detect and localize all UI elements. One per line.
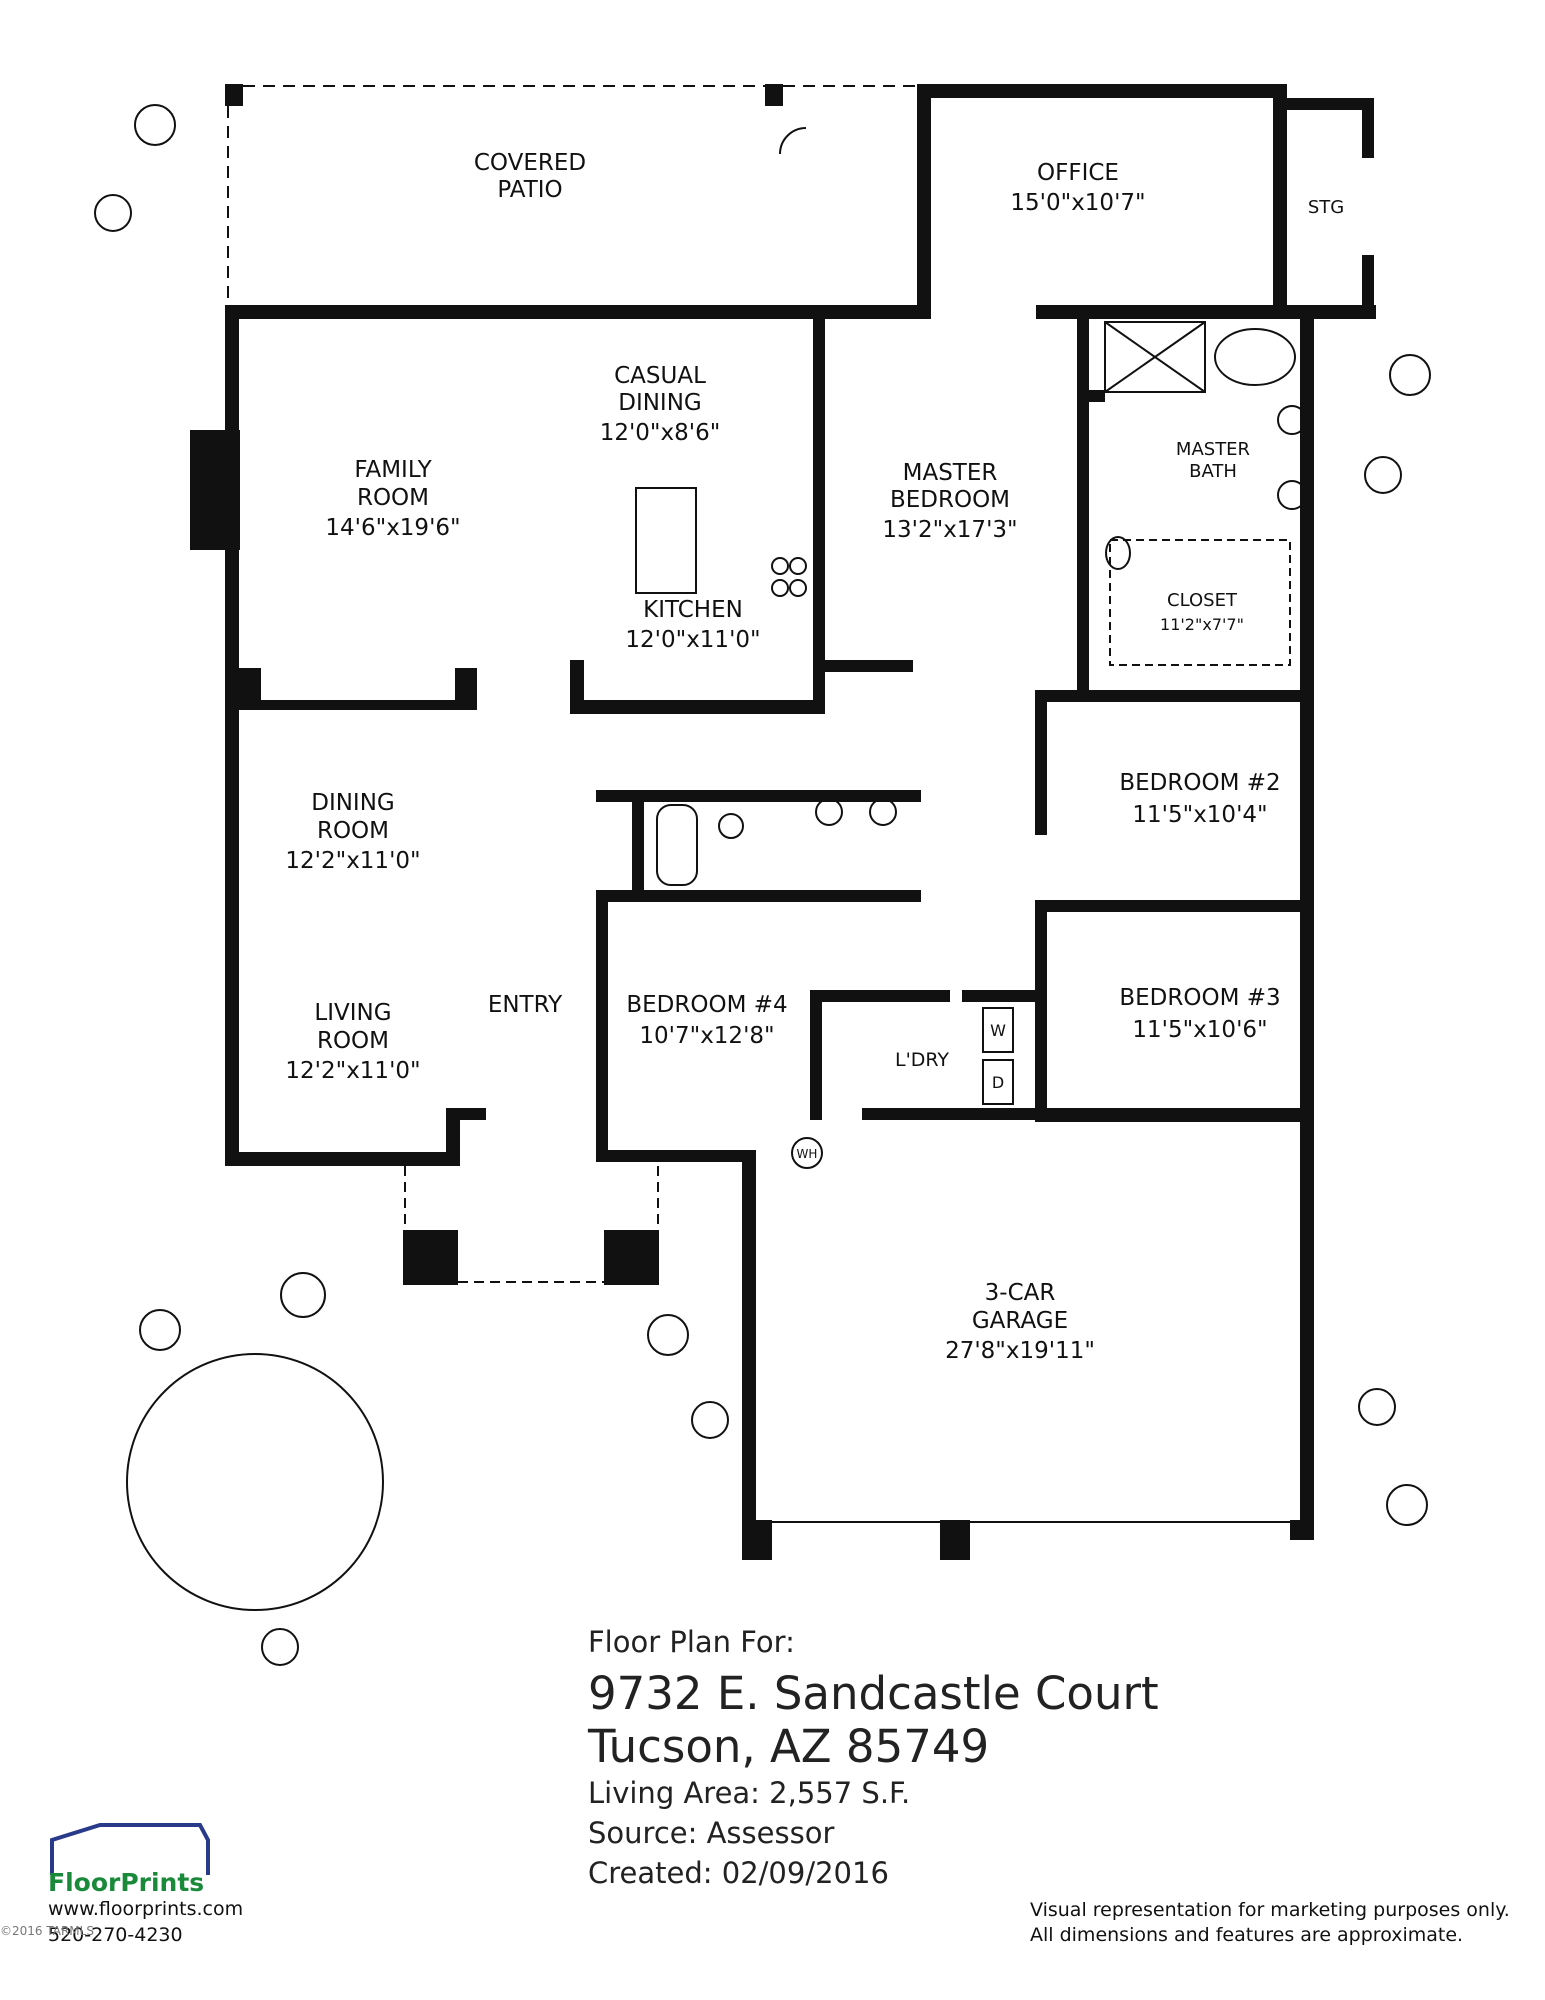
covered-patio-label: COVERED (474, 150, 586, 176)
kitchen-label: KITCHEN (643, 597, 743, 623)
bedroom2-label: BEDROOM #2 (1119, 770, 1280, 796)
family-room-dim: 14'6"x19'6" (325, 515, 460, 541)
garage-label-2: GARAGE (972, 1308, 1068, 1334)
master-bedroom-label: MASTER (903, 460, 998, 486)
master-bath-label: MASTER (1176, 439, 1250, 460)
bedroom3-dim: 11'5"x10'6" (1132, 1017, 1267, 1043)
closet-dim: 11'2"x7'7" (1160, 615, 1244, 634)
phone-number: 520-270-4230 (48, 1924, 183, 1946)
garage-label: 3-CAR (985, 1280, 1056, 1306)
family-room-label-2: ROOM (357, 485, 429, 511)
address-line-1: 9732 E. Sandcastle Court (588, 1667, 1159, 1720)
disclaimer-line-2: All dimensions and features are approxim… (1030, 1924, 1464, 1946)
landscape-plants (94, 104, 1431, 1666)
dining-room-label-2: ROOM (317, 818, 389, 844)
fixtures (635, 127, 1307, 1169)
created-date: Created: 02/09/2016 (588, 1856, 889, 1890)
stg-label: STG (1308, 197, 1344, 218)
floorprints-logo-text: FloorPrints (48, 1868, 205, 1897)
disclaimer-line-1: Visual representation for marketing purp… (1030, 1899, 1510, 1921)
dryer-label: D (992, 1073, 1004, 1092)
living-room-dim: 12'2"x11'0" (285, 1058, 420, 1084)
bedroom3-label: BEDROOM #3 (1119, 985, 1280, 1011)
casual-dining-label-2: DINING (618, 390, 702, 416)
floor-plan-for: Floor Plan For: (588, 1625, 795, 1659)
living-area: Living Area: 2,557 S.F. (588, 1776, 911, 1810)
master-bedroom-dim: 13'2"x17'3" (882, 517, 1017, 543)
living-room-label-2: ROOM (317, 1028, 389, 1054)
casual-dining-dim: 12'0"x8'6" (600, 420, 721, 446)
bedroom2-dim: 11'5"x10'4" (1132, 802, 1267, 828)
washer-label: W (990, 1021, 1006, 1040)
office-dim: 15'0"x10'7" (1010, 190, 1145, 216)
master-bedroom-label-2: BEDROOM (890, 487, 1010, 513)
bedroom4-label: BEDROOM #4 (626, 992, 787, 1018)
website-link[interactable]: www.floorprints.com (48, 1898, 244, 1920)
bedroom4-dim: 10'7"x12'8" (639, 1023, 774, 1049)
living-room-label: LIVING (314, 1000, 391, 1026)
office-label: OFFICE (1037, 160, 1119, 186)
dining-room-dim: 12'2"x11'0" (285, 848, 420, 874)
casual-dining-label: CASUAL (614, 363, 706, 389)
source: Source: Assessor (588, 1816, 835, 1850)
closet-label: CLOSET (1167, 590, 1238, 611)
exterior-walls (190, 84, 1376, 1560)
family-room-label: FAMILY (354, 457, 432, 483)
kitchen-dim: 12'0"x11'0" (625, 627, 760, 653)
address-line-2: Tucson, AZ 85749 (588, 1720, 990, 1773)
laundry-label: L'DRY (895, 1049, 949, 1071)
covered-patio-label-2: PATIO (497, 177, 562, 203)
water-heater-label: WH (797, 1147, 818, 1161)
garage-dim: 27'8"x19'11" (945, 1338, 1095, 1364)
floorprints-logo-icon (50, 1823, 210, 1875)
master-bath-label-2: BATH (1189, 461, 1237, 482)
dining-room-label: DINING (311, 790, 395, 816)
watermark: ©2016 TARMLS (0, 1924, 94, 1938)
property-info: Floor Plan For: 9732 E. Sandcastle Court… (588, 1625, 1159, 1893)
disclaimer: Visual representation for marketing purp… (1030, 1898, 1510, 1948)
room-labels: COVERED PATIO OFFICE 15'0"x10'7" STG CAS… (285, 150, 1344, 1364)
entry-label: ENTRY (488, 992, 563, 1018)
covered-patio (225, 84, 920, 310)
